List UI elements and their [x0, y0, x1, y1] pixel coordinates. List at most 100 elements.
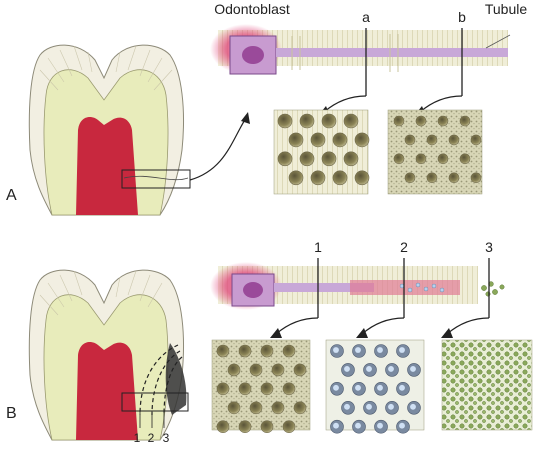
tubule-opening [249, 401, 263, 415]
tubule-opening [448, 172, 460, 184]
tubule-label: Tubule [485, 1, 528, 17]
bacteria-cluster [377, 384, 383, 391]
caries-front-3 [163, 356, 183, 416]
tubule-opening [310, 132, 326, 148]
site-2-label: 2 [400, 239, 408, 255]
bacteria-cluster [366, 403, 372, 410]
micrograph-2 [325, 339, 425, 434]
bacteria-cluster [344, 365, 350, 372]
tubule-opening [415, 153, 427, 165]
nucleus [242, 46, 264, 64]
tubule-opening [216, 420, 230, 434]
arrow-2 [356, 258, 405, 338]
tubule-opening [354, 132, 370, 148]
tubule-opening [288, 170, 304, 186]
bacteria-cluster [377, 347, 383, 353]
tubule-opening [404, 172, 416, 184]
odontoblast-process-b [274, 283, 374, 292]
bacteria-cluster [399, 384, 405, 391]
tubule-opening [227, 401, 241, 415]
panel-a: Odontoblast Tubule a b A [6, 1, 528, 216]
micrograph-b [387, 109, 483, 195]
tooth-marker-2: 2 [148, 431, 155, 445]
bacteria-cluster [366, 365, 372, 372]
caries-lesion [165, 343, 187, 415]
tubule-opening [299, 151, 315, 167]
site-1-label: 1 [314, 239, 322, 255]
tubule-opening [310, 170, 326, 186]
caries-front-1 [139, 344, 179, 416]
tubule-opening [293, 363, 307, 377]
tubule-opening [426, 134, 438, 146]
tubule-opening [238, 420, 252, 434]
tubule-opening [448, 134, 460, 146]
tubule-opening [282, 420, 296, 434]
tooth-diagram-b [28, 269, 189, 441]
micrograph-3 [441, 339, 533, 431]
tubule-opening [470, 172, 482, 184]
tubule-opening [321, 113, 337, 129]
tubule-opening [459, 153, 471, 165]
bacteria-cluster [355, 347, 361, 353]
tubule-opening [404, 134, 416, 146]
tooth-diagram-a [28, 44, 250, 216]
tubule-opening [437, 153, 449, 165]
caries-front-2 [151, 350, 181, 416]
bacteria-cluster [377, 422, 383, 429]
micrograph-a [273, 109, 370, 195]
bacteria-cluster [333, 347, 339, 353]
tubule-opening [470, 134, 482, 146]
tubule-opening [437, 115, 449, 127]
tubule-opening [282, 344, 296, 358]
tubule-opening [332, 132, 348, 148]
panel-letter-a: A [6, 187, 17, 204]
tooth-focus-box-b [121, 392, 189, 412]
tubule-opening [415, 115, 427, 127]
odontoblast-tubule-a [210, 24, 511, 75]
site-3-label: 3 [485, 239, 493, 255]
tubule-opening [293, 401, 307, 415]
bacteria-cluster [355, 384, 361, 391]
site-a-label: a [362, 9, 370, 25]
tubule-opening [393, 115, 405, 127]
zoom-arrow [189, 117, 247, 181]
tubule-opening [249, 363, 263, 377]
tubule-opening [238, 382, 252, 396]
bacteria-cluster [388, 365, 394, 372]
panel-b: 1 2 3 1 2 3 [6, 239, 533, 445]
tubule-opening [332, 170, 348, 186]
tooth-marker-3: 3 [163, 431, 170, 445]
inflamed-zone [350, 280, 460, 295]
tooth-marker-1: 1 [134, 431, 141, 445]
tubule-opening [216, 344, 230, 358]
bacteria-cluster [410, 403, 416, 410]
tubule-opening [282, 382, 296, 396]
tubule-opening [271, 363, 285, 377]
arrow-1 [270, 258, 319, 338]
tubule-opening [354, 170, 370, 186]
tubule-opening [277, 151, 293, 167]
bacteria-cluster [344, 403, 350, 410]
bacteria-cluster [388, 403, 394, 410]
tooth-focus-box [121, 169, 191, 189]
nucleus-b [243, 282, 263, 298]
tubule-opening [343, 151, 359, 167]
tubule-opening [299, 113, 315, 129]
tubule-opening [321, 151, 337, 167]
tubule-opening [393, 153, 405, 165]
arrow-3 [441, 258, 490, 338]
site-b-label: b [458, 9, 466, 25]
odontoblast-tubule-b [210, 262, 505, 310]
tubule-opening [343, 113, 359, 129]
bacteria-cluster [333, 422, 339, 429]
bacteria-cluster [410, 365, 416, 372]
tubule-opening [288, 132, 304, 148]
tubule-opening [277, 113, 293, 129]
tubule-opening [238, 344, 252, 358]
tubule-opening [260, 382, 274, 396]
bacteria-cluster [399, 347, 405, 353]
odontoblast-label: Odontoblast [214, 1, 290, 17]
tubule-opening [459, 115, 471, 127]
bacteria-cluster [399, 422, 405, 429]
